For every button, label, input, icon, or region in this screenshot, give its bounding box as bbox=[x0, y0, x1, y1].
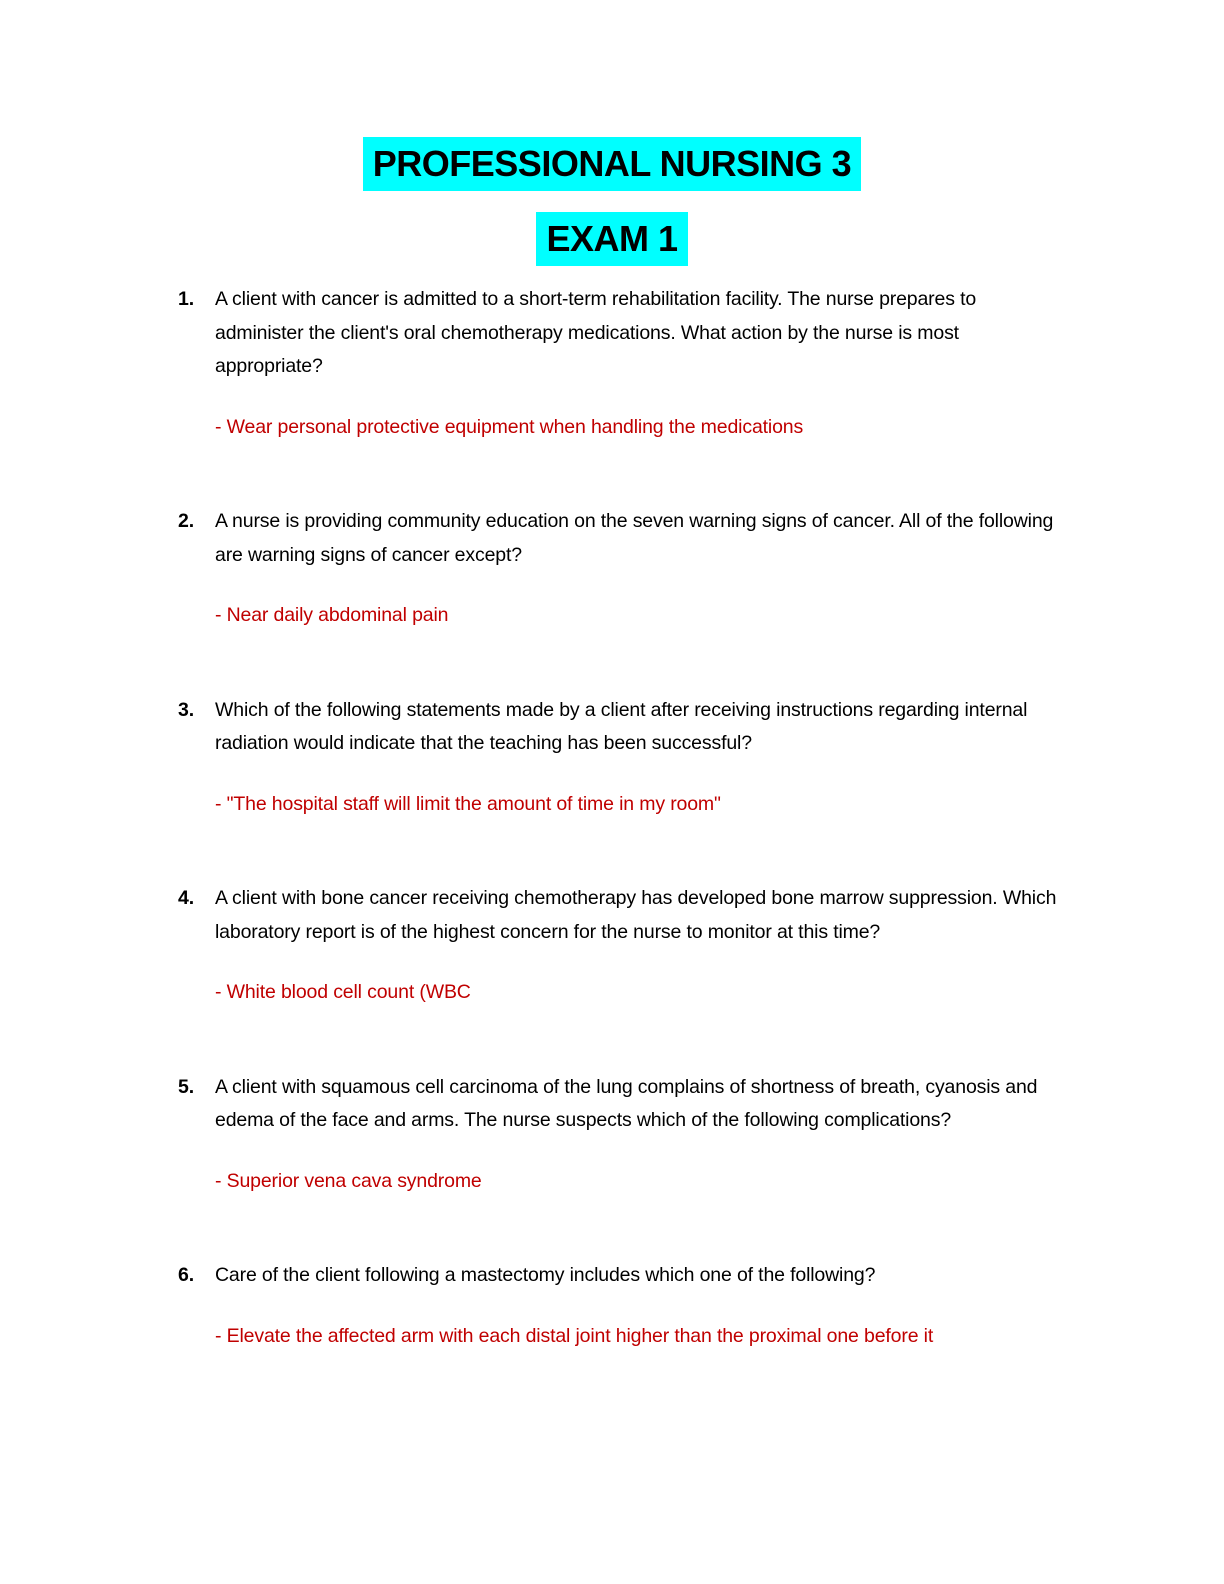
question-block: 3. Which of the following statements mad… bbox=[178, 694, 1078, 822]
question-number: 5. bbox=[178, 1075, 194, 1098]
answer-text: - Superior vena cava syndrome bbox=[215, 1169, 482, 1192]
question-row: 4. A client with bone cancer receiving c… bbox=[178, 882, 1078, 949]
question-block: 1. A client with cancer is admitted to a… bbox=[178, 283, 1078, 444]
question-number: 3. bbox=[178, 698, 194, 721]
question-row: 3. Which of the following statements mad… bbox=[178, 694, 1078, 761]
answer-text: - Near daily abdominal pain bbox=[215, 604, 449, 626]
question-text: Care of the client following a mastectom… bbox=[215, 1264, 876, 1286]
answer-text: - White blood cell count (WBC bbox=[215, 981, 471, 1003]
question-list: 1. A client with cancer is admitted to a… bbox=[178, 283, 1078, 1353]
answer-text: - "The hospital staff will limit the amo… bbox=[215, 792, 721, 815]
question-row: 6. Care of the client following a mastec… bbox=[178, 1259, 1078, 1293]
answer-text: - Elevate the affected arm with each dis… bbox=[215, 1324, 934, 1347]
question-number: 1. bbox=[178, 288, 194, 310]
question-text: Which of the following statements made b… bbox=[215, 698, 1028, 755]
question-block: 5. A client with squamous cell carcinoma… bbox=[178, 1071, 1078, 1199]
subtitle-row: EXAM 1 bbox=[0, 212, 1224, 266]
document-subtitle: EXAM 1 bbox=[536, 212, 688, 266]
question-number: 2. bbox=[178, 510, 194, 532]
question-block: 4. A client with bone cancer receiving c… bbox=[178, 882, 1078, 1010]
document-header: PROFESSIONAL NURSING 3 EXAM 1 bbox=[0, 0, 1224, 266]
question-block: 6. Care of the client following a mastec… bbox=[178, 1259, 1078, 1353]
document-title: PROFESSIONAL NURSING 3 bbox=[362, 137, 862, 191]
question-text: A client with bone cancer receiving chem… bbox=[215, 887, 1057, 943]
question-row: 5. A client with squamous cell carcinoma… bbox=[178, 1071, 1078, 1138]
answer-text: - Wear personal protective equipment whe… bbox=[215, 415, 804, 438]
question-text: A client with cancer is admitted to a sh… bbox=[215, 288, 977, 377]
question-number: 4. bbox=[178, 887, 194, 909]
question-block: 2. A nurse is providing community educat… bbox=[178, 505, 1078, 633]
question-text: A nurse is providing community education… bbox=[215, 510, 1054, 566]
title-row: PROFESSIONAL NURSING 3 bbox=[0, 137, 1224, 191]
question-number: 6. bbox=[178, 1264, 194, 1286]
question-row: 1. A client with cancer is admitted to a… bbox=[178, 283, 1078, 384]
question-text: A client with squamous cell carcinoma of… bbox=[215, 1075, 1038, 1132]
question-row: 2. A nurse is providing community educat… bbox=[178, 505, 1078, 572]
